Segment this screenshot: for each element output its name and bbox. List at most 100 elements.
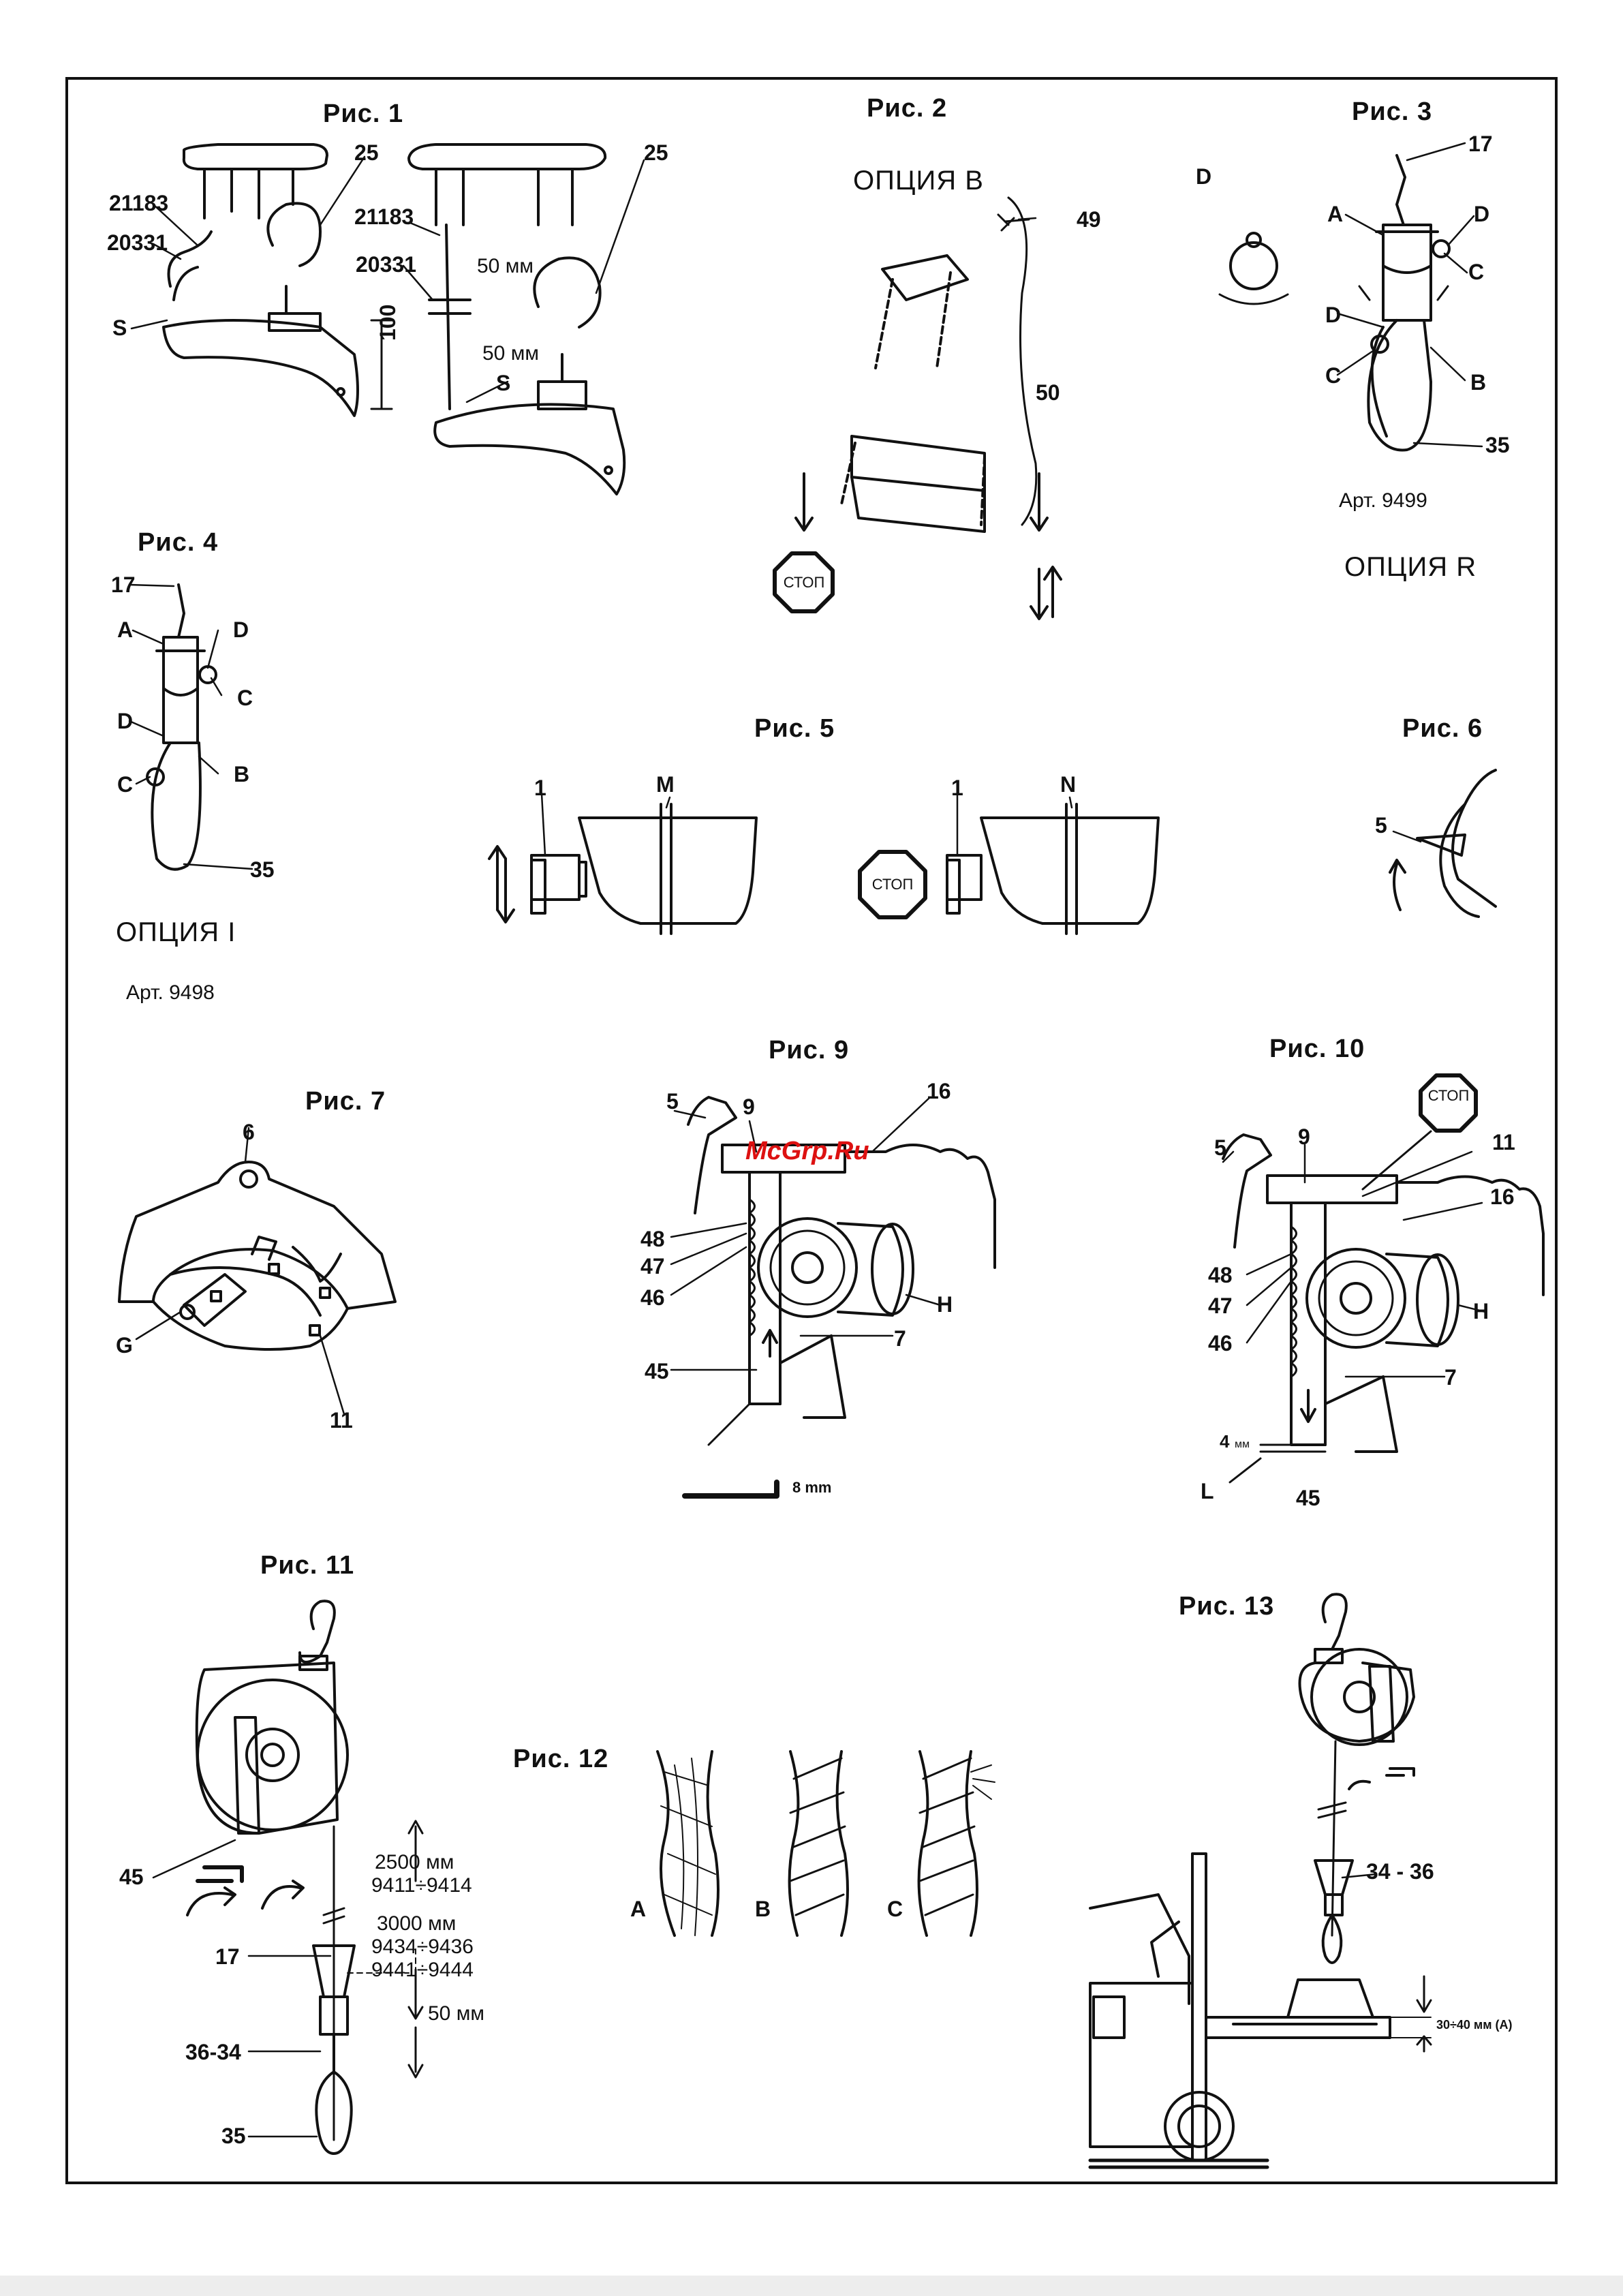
fig4-label: D: [233, 617, 249, 642]
fig4-article: Арт. 9498: [126, 981, 215, 1004]
fig10-label: 5: [1214, 1135, 1226, 1160]
fig3-label: 17: [1468, 132, 1493, 156]
fig6-title: Рис. 6: [1402, 714, 1483, 743]
fig6-drawing: [1389, 769, 1497, 918]
fig5-label: M: [656, 772, 675, 797]
fig10-label: 11: [1492, 1130, 1515, 1154]
fig9-label: 47: [640, 1254, 665, 1279]
fig10-label: 16: [1490, 1184, 1515, 1209]
fig1-label: 21183: [354, 204, 414, 229]
fig2-label: 50: [1036, 380, 1060, 405]
fig2-option: ОПЦИЯ B: [853, 166, 984, 196]
fig4-title: Рис. 4: [138, 528, 219, 557]
fig9-label: 48: [640, 1227, 665, 1251]
fig9-title: Рис. 9: [769, 1036, 850, 1065]
fig10-title: Рис. 10: [1269, 1035, 1365, 1063]
fig9-label: 5: [666, 1089, 679, 1114]
fig5-label: 1: [951, 776, 963, 800]
fig10-label: L: [1201, 1479, 1214, 1503]
fig6-label: 5: [1375, 813, 1387, 838]
fig10-label: 47: [1208, 1294, 1233, 1318]
fig7-title: Рис. 7: [305, 1087, 386, 1116]
fig11-models: 9441÷9444: [371, 1959, 474, 1981]
fig11-label: 45: [119, 1865, 144, 1889]
fig1-label: S: [112, 316, 127, 340]
fig7-drawing: [118, 1161, 397, 1351]
fig7-label: 11: [330, 1408, 353, 1433]
fig11-label: 17: [215, 1944, 240, 1969]
fig1-dimension: 100: [375, 304, 400, 341]
fig10-label: 48: [1208, 1263, 1233, 1287]
fig10-stop-sign-text: СТОП: [1427, 1087, 1470, 1104]
fig12-label: A: [630, 1897, 647, 1921]
fig3-title: Рис. 3: [1352, 97, 1433, 126]
fig1-title: Рис. 1: [323, 100, 404, 128]
fig4-label: A: [117, 617, 134, 642]
fig4-drawing: [146, 583, 217, 871]
fig10-label: 7: [1444, 1365, 1457, 1390]
fig5-label: N: [1060, 772, 1077, 797]
fig11-dimension: 50 мм: [428, 2002, 484, 2025]
fig10-drawing: [1222, 1073, 1545, 1484]
fig1-label: S: [496, 371, 511, 395]
fig7-label: G: [116, 1333, 133, 1358]
fig1-dimension: 50 мм: [482, 342, 539, 365]
fig3-label: D: [1474, 202, 1490, 226]
fig5-stop-sign-text: СТОП: [871, 876, 914, 893]
fig5-label: 1: [534, 776, 546, 800]
fig10-label: H: [1473, 1299, 1489, 1323]
fig9-label: 16: [927, 1079, 951, 1103]
fig5-title: Рис. 5: [754, 714, 835, 743]
fig4-label: 35: [250, 857, 275, 882]
fig4-label: D: [117, 709, 134, 733]
watermark: McGrp.Ru: [745, 1137, 869, 1165]
fig9-label: 7: [894, 1326, 906, 1351]
fig4-option: ОПЦИЯ I: [116, 917, 236, 947]
fig1-dimension: 50 мм: [477, 255, 534, 277]
fig3-label: C: [1325, 363, 1342, 388]
fig11-label: 35: [221, 2124, 246, 2148]
fig9-label: H: [937, 1292, 953, 1317]
fig3-label: D: [1325, 303, 1342, 327]
fig1-label: 25: [644, 140, 668, 165]
fig2-title: Рис. 2: [867, 94, 948, 123]
fig11-drawing: [186, 1599, 424, 2155]
fig10-label: 46: [1208, 1331, 1233, 1356]
fig7-label: 6: [243, 1120, 255, 1144]
fig4-label: 17: [111, 572, 136, 597]
fig9-label: 45: [645, 1359, 669, 1383]
fig11-dimension: 3000 мм: [377, 1912, 457, 1935]
fig11-label: 36-34: [185, 2040, 241, 2064]
fig13-title: Рис. 13: [1179, 1592, 1275, 1621]
fig13-drawing: [1088, 1593, 1432, 2169]
fig9-label: 46: [640, 1285, 665, 1310]
fig3-label: 35: [1485, 433, 1510, 457]
fig3-label: B: [1470, 370, 1487, 395]
fig4-label: B: [234, 762, 250, 786]
fig9-wrench-size: 8 mm: [792, 1479, 832, 1496]
fig13-label: 34 - 36: [1366, 1859, 1434, 1884]
fig13-dimension: 30÷40 мм (A): [1436, 2018, 1513, 2032]
fig3-drawing: [1218, 154, 1451, 452]
fig12-label: C: [887, 1897, 903, 1921]
fig11-dimension: 2500 мм: [375, 1851, 454, 1873]
leader-lines: [128, 142, 1487, 2138]
fig10-unit: мм: [1235, 1439, 1250, 1450]
fig5-drawing: [488, 803, 1160, 935]
fig1-label: 20331: [107, 230, 168, 255]
fig2-stop-sign-text: СТОП: [783, 574, 825, 591]
fig4-label: C: [117, 772, 134, 797]
fig10-label: 45: [1296, 1486, 1320, 1510]
fig9-label: 9: [743, 1095, 755, 1119]
fig11-models: 9434÷9436: [371, 1935, 474, 1958]
fig3-label: A: [1327, 202, 1344, 226]
fig2-label: 49: [1077, 207, 1101, 232]
fig10-label: 9: [1298, 1124, 1310, 1149]
bottom-scroll-area: [0, 2276, 1623, 2296]
fig11-models: 9411÷9414: [371, 1874, 472, 1897]
fig1-label: 25: [354, 140, 379, 165]
fig2-drawing: [773, 196, 1062, 620]
fig9-drawing: [682, 1096, 996, 1499]
fig1-label: 20331: [356, 252, 416, 277]
